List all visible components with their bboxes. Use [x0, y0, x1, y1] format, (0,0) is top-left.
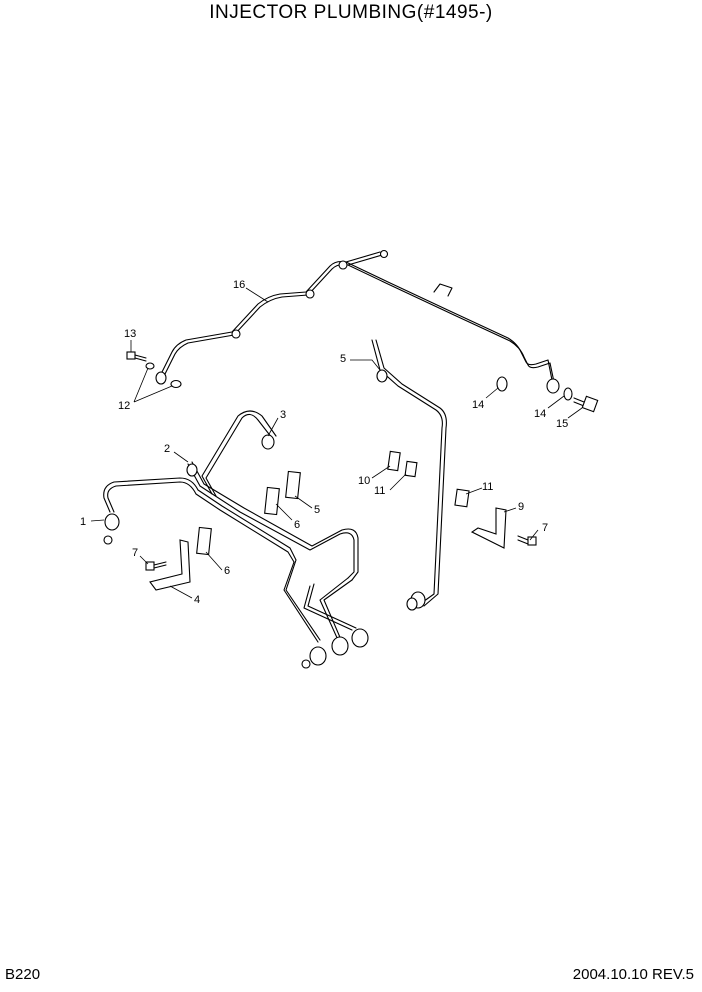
callout-7-right: 7 — [542, 522, 548, 534]
clamp-6-upper — [264, 486, 280, 516]
bracket-4 — [149, 539, 191, 591]
page-code: B220 — [5, 966, 41, 983]
clamp-11b — [454, 488, 470, 508]
callout-6-upper: 6 — [294, 519, 300, 531]
washer-12a — [145, 362, 155, 370]
callout-7-left: 7 — [132, 547, 138, 559]
injection-pipe-bundle — [103, 410, 369, 669]
callout-10: 10 — [358, 475, 370, 487]
leak-off-pipe — [155, 249, 560, 394]
bolt-7-left — [145, 561, 167, 571]
callout-12: 12 — [118, 400, 130, 412]
bracket-9 — [470, 507, 507, 549]
callout-2: 2 — [164, 443, 170, 455]
callout-14b: 14 — [534, 408, 546, 420]
callout-13: 13 — [124, 328, 136, 340]
washer-14b — [563, 387, 573, 401]
clamp-5-left — [285, 470, 301, 500]
callout-6-lower: 6 — [224, 565, 230, 577]
bolt-13 — [126, 351, 147, 362]
callout-4: 4 — [194, 594, 200, 606]
callout-16: 16 — [233, 279, 245, 291]
callout-11b: 11 — [482, 481, 493, 493]
revision-info: 2004.10.10 REV.5 — [572, 966, 694, 983]
clamp-11a — [404, 460, 418, 478]
washer-12b — [170, 379, 182, 389]
clamp-6-lower — [196, 526, 212, 556]
callout-3: 3 — [280, 409, 286, 421]
callout-11a: 11 — [374, 485, 385, 497]
callout-5-clamp: 5 — [314, 504, 320, 516]
bolt-7-right — [517, 535, 537, 546]
callout-15: 15 — [556, 418, 568, 430]
callout-9: 9 — [518, 501, 524, 513]
callout-1: 1 — [80, 516, 86, 528]
washer-14a — [496, 376, 508, 392]
callout-14a: 14 — [472, 399, 484, 411]
clamp-10 — [387, 450, 401, 472]
callout-5-pipe: 5 — [340, 353, 346, 365]
bolt-15 — [573, 395, 599, 413]
page-title: INJECTOR PLUMBING(#1495-) — [209, 2, 493, 23]
injection-pipe-5 — [371, 339, 447, 611]
